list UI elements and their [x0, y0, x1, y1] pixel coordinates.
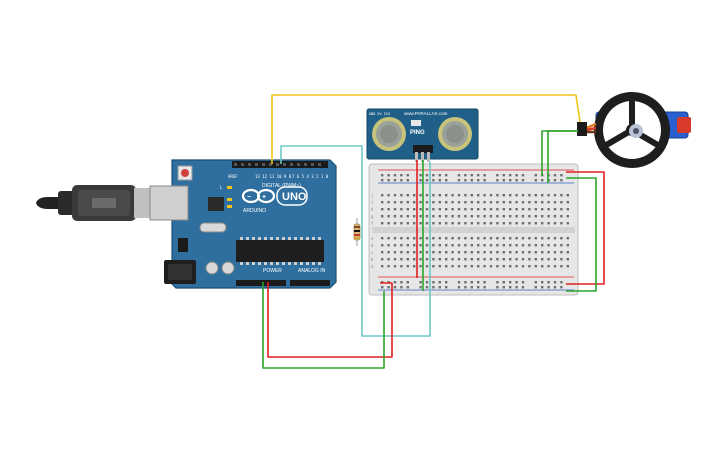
svg-text:i: i: [371, 200, 374, 205]
wire-teal-sensor[interactable]: [280, 145, 431, 337]
digital-header-label: DIGITAL (PWM~): [262, 183, 301, 189]
sensor-brand-text: www.PARALLAX.com: [404, 111, 448, 116]
atmega-chip: [236, 240, 324, 262]
sensor-name: PING: [410, 130, 425, 136]
reset-button[interactable]: [181, 169, 189, 177]
arduino-infinity-logo-icon: − +: [241, 188, 276, 204]
svg-text:L: L: [220, 185, 223, 190]
svg-text:h: h: [371, 207, 374, 212]
analog-header[interactable]: [290, 280, 330, 286]
svg-text:c: c: [371, 250, 374, 255]
breadboard[interactable]: j i h g f e d c b a: [368, 163, 579, 296]
svg-text:AREF: AREF: [228, 174, 238, 179]
wire-green-ground[interactable]: [262, 282, 385, 369]
power-header-label: POWER: [263, 268, 282, 274]
power-header[interactable]: [236, 280, 286, 286]
sensor-side-text: GND 5V SIG: [369, 112, 390, 116]
svg-text:+: +: [262, 194, 266, 201]
board-brand-label: ARDUINO: [243, 208, 266, 214]
board-model-label: UNO: [282, 191, 307, 203]
analog-header-label: ANALOG IN: [298, 268, 326, 274]
svg-text:j: j: [371, 193, 373, 198]
resistor[interactable]: [353, 218, 361, 246]
servo-motor[interactable]: [577, 92, 691, 168]
breadboard-holes: [381, 174, 569, 289]
wire-yellow-servo-signal[interactable]: [271, 94, 581, 164]
ultrasonic-ping-sensor[interactable]: www.PARALLAX.com GND 5V SIG PING: [366, 108, 479, 162]
digital-header[interactable]: [232, 161, 328, 168]
arduino-uno-board[interactable]: AREF 13 12 11 10 9 8 7 6 5 4 3 2 1 0 DIG…: [149, 159, 337, 289]
svg-text:13 12 11 10 9 8: 13 12 11 10 9 8: [255, 174, 292, 179]
wire-green-rail-link[interactable]: [566, 177, 597, 292]
wire-red-power[interactable]: [267, 282, 393, 358]
svg-text:b: b: [371, 257, 374, 262]
svg-text:a: a: [371, 264, 374, 269]
wires: [262, 94, 605, 369]
svg-text:−: −: [247, 194, 251, 201]
svg-text:7 6 5 4 3 2 1 0: 7 6 5 4 3 2 1 0: [292, 174, 329, 179]
svg-text:f: f: [371, 221, 374, 226]
svg-text:d: d: [371, 243, 374, 248]
wire-red-servo[interactable]: [566, 171, 605, 285]
svg-text:e: e: [371, 236, 374, 241]
wire-green-servo-rail[interactable]: [541, 130, 578, 176]
svg-text:g: g: [371, 214, 374, 219]
